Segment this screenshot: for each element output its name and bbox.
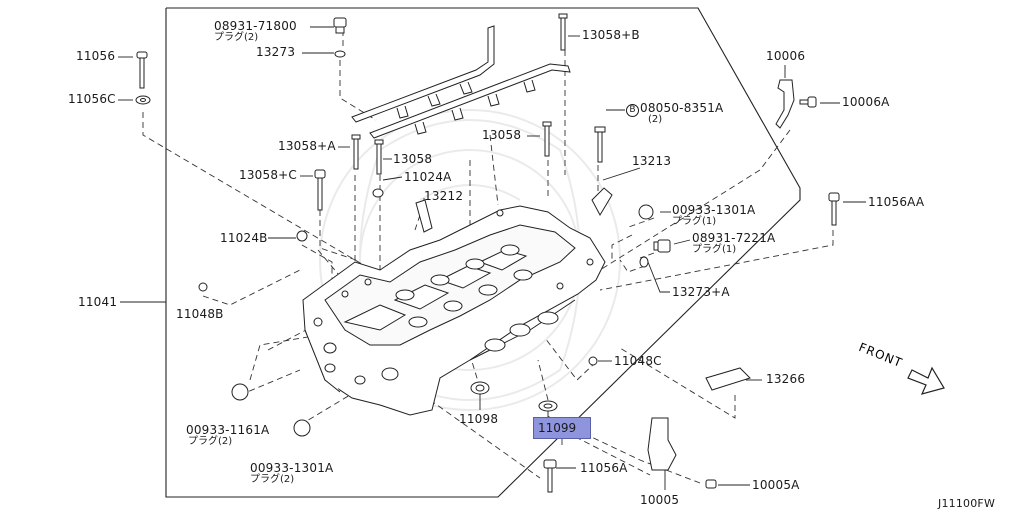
label-13058-a[interactable]: 13058+A <box>278 139 336 153</box>
label-13273[interactable]: 13273 <box>256 45 296 59</box>
note-08050-8351a: (2) <box>648 114 663 125</box>
label-00933-1301a-top[interactable]: 00933-1301A <box>672 203 756 217</box>
label-08931-71800[interactable]: 08931-71800 <box>214 19 297 33</box>
label-13212[interactable]: 13212 <box>424 189 464 203</box>
label-11048b[interactable]: 11048B <box>176 307 224 321</box>
label-13058-second[interactable]: 13058 <box>393 152 433 166</box>
label-13058-c[interactable]: 13058+C <box>239 168 298 182</box>
label-13266[interactable]: 13266 <box>766 372 806 386</box>
label-11024b[interactable]: 11024B <box>220 231 268 245</box>
label-13058-b[interactable]: 13058+B <box>582 28 640 42</box>
label-11099: 11099 <box>538 421 577 435</box>
label-11041[interactable]: 11041 <box>78 295 118 309</box>
label-10006a[interactable]: 10006A <box>842 95 890 109</box>
label-10005a[interactable]: 10005A <box>752 478 800 492</box>
label-13058[interactable]: 13058 <box>482 128 522 142</box>
label-11056aa[interactable]: 11056AA <box>868 195 925 209</box>
note-08931-71800: プラグ(2) <box>214 32 259 43</box>
label-10006[interactable]: 10006 <box>766 49 806 63</box>
note-08931-7221a: プラグ(1) <box>692 244 737 255</box>
label-11056[interactable]: 11056 <box>76 49 116 63</box>
cylinder-head-block <box>302 205 606 416</box>
solid-leader-lines <box>118 26 866 490</box>
label-08931-7221a[interactable]: 08931-7221A <box>692 231 776 245</box>
bolt-type-badge: B <box>626 104 639 117</box>
label-10005[interactable]: 10005 <box>640 493 680 507</box>
highlighted-part-11099[interactable]: 11099 <box>533 417 591 439</box>
label-13213[interactable]: 13213 <box>632 154 672 168</box>
label-08050-8351a-number: 08050-8351A <box>640 101 724 115</box>
label-11056a[interactable]: 11056A <box>580 461 628 475</box>
label-11098[interactable]: 11098 <box>459 412 499 426</box>
label-11056c[interactable]: 11056C <box>68 92 116 106</box>
label-13273-a[interactable]: 13273+A <box>672 285 730 299</box>
diagram-code: J11100FW <box>938 497 996 510</box>
note-00933-1301a-bottom: プラグ(2) <box>250 474 295 485</box>
note-00933-1161a: プラグ(2) <box>188 436 233 447</box>
label-11048c[interactable]: 11048C <box>614 354 662 368</box>
front-direction-arrow <box>907 366 945 395</box>
group-frame <box>165 7 801 498</box>
label-00933-1161a[interactable]: 00933-1161A <box>186 423 270 437</box>
label-00933-1301a-bottom[interactable]: 00933-1301A <box>250 461 334 475</box>
bolts-and-fasteners <box>135 13 840 493</box>
note-00933-1301a-top: プラグ(1) <box>672 216 717 227</box>
label-11024a[interactable]: 11024A <box>404 170 452 184</box>
fuel-rails <box>351 25 571 139</box>
